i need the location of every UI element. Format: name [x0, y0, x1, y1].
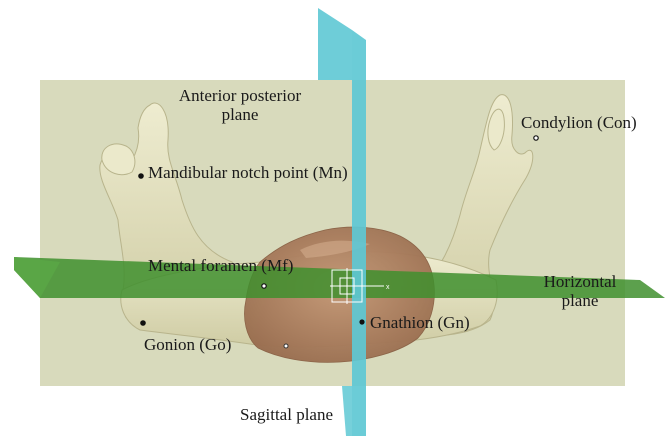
sagittal-plane — [352, 30, 366, 436]
label-anterior-posterior-plane: Anterior posterior plane — [160, 86, 320, 124]
label-condylion: Condylion (Con) — [521, 113, 637, 132]
landmark-mental-foramen — [262, 284, 266, 288]
label-gonion: Gonion (Go) — [144, 335, 231, 354]
landmark-gnathion — [359, 319, 364, 324]
sagittal-plane-lower — [342, 386, 352, 436]
label-horizontal-plane: Horizontal plane — [520, 272, 640, 310]
label-mental-foramen: Mental foramen (Mf) — [148, 256, 293, 275]
landmark-mandibular-notch — [138, 173, 144, 179]
label-gnathion: Gnathion (Gn) — [370, 313, 470, 332]
landmark-condylion — [534, 136, 538, 140]
landmark-gonion-secondary — [284, 344, 288, 348]
label-mandibular-notch-point: Mandibular notch point (Mn) — [148, 163, 348, 182]
sagittal-plane-upper — [318, 8, 352, 80]
label-sagittal-plane: Sagittal plane — [240, 405, 333, 424]
landmark-gonion — [140, 320, 146, 326]
axis-x-label: x — [386, 284, 390, 291]
